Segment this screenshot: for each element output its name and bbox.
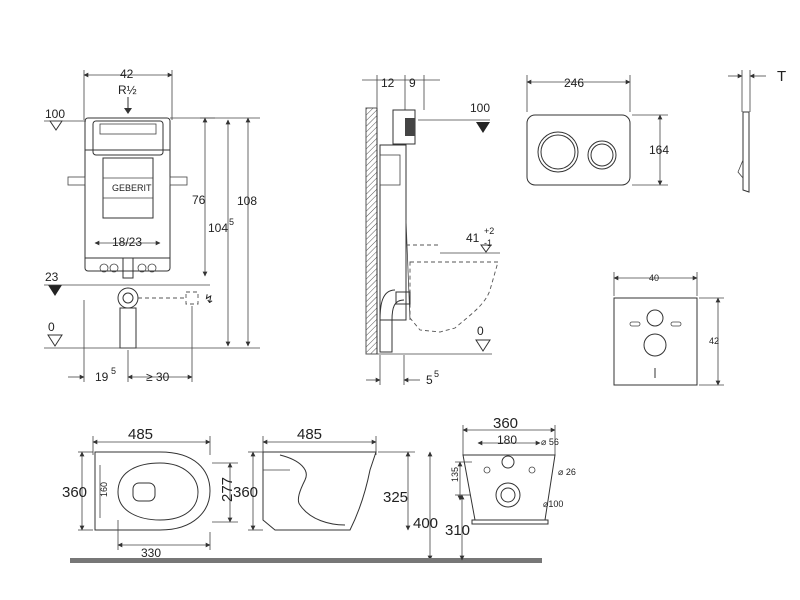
top-length: 485: [128, 426, 153, 443]
top-small: 160: [99, 482, 109, 497]
frame-cistern: [84, 117, 171, 272]
back-h310: 310: [445, 522, 470, 539]
frame-h76: 76: [192, 193, 206, 207]
frame-spacing-label: 18/23: [112, 235, 142, 249]
frame-width-label: 42: [120, 67, 134, 81]
back-d26: ⌀ 26: [558, 467, 576, 477]
installation-side-section: 12 9 100 41 +2 -1 0 5: [362, 75, 500, 387]
side-d9: 9: [409, 76, 416, 90]
panel-body: [613, 297, 698, 386]
plate-thickness: T: [777, 68, 786, 85]
svg-text:5: 5: [111, 366, 116, 376]
side-wall: [365, 107, 378, 355]
bowl-back-view: 360 180 ⌀ 56 ⌀ 26 ⌀100 135 310: [445, 415, 576, 561]
bowl-side-outline: [262, 451, 377, 531]
frame-thread-label: R½: [118, 83, 137, 97]
bowl-top-view: 485 160 360 277 330: [62, 426, 238, 560]
plate-body: [526, 114, 631, 186]
side-h41: 41: [466, 231, 480, 245]
panel-height: 42: [709, 336, 719, 346]
top-width: 360: [62, 484, 87, 501]
frame-level-0: 0: [48, 320, 55, 334]
back-d100: ⌀100: [543, 499, 563, 509]
svg-text:-1: -1: [484, 238, 492, 248]
plate-profile: [742, 111, 750, 193]
wall-panel: 40 42: [613, 272, 724, 386]
frame-offset-19: 19: [95, 370, 109, 384]
side-d5: 5: [426, 373, 433, 387]
svg-text:+2: +2: [484, 226, 494, 236]
side-bowl-outline: [409, 261, 499, 333]
svg-text:5: 5: [229, 217, 234, 227]
bowl-top-outline: [94, 451, 211, 531]
panel-width: 40: [649, 273, 659, 283]
frame-min-30: ≥ 30: [146, 370, 170, 384]
plate-small-button: [587, 140, 617, 170]
plate-height: 164: [649, 143, 669, 157]
side-view-h325: 325: [383, 489, 408, 506]
bowl-back-outline: [462, 454, 556, 521]
floor-line: [70, 558, 542, 563]
plate-width: 246: [564, 76, 584, 90]
frame-brand-label: GEBERIT: [112, 183, 152, 193]
plate-large-button: [537, 131, 579, 173]
svg-text:↯: ↯: [204, 292, 214, 306]
back-d180: 180: [497, 433, 517, 447]
back-h135: 135: [450, 467, 460, 482]
side-view-h400: 400: [413, 515, 438, 532]
side-level-100: 100: [470, 101, 490, 115]
installation-frame-front: 42 R½ 100 GEBERIT 18/23 23: [44, 67, 260, 384]
back-d56: ⌀ 56: [541, 437, 559, 447]
frame-level-23: 23: [45, 270, 59, 284]
side-view-height: 360: [233, 484, 258, 501]
bowl-side-view: 485 360 325 400: [233, 426, 438, 561]
top-inner: 277: [219, 477, 236, 502]
side-d12: 12: [381, 76, 395, 90]
flush-plate: 246 164 T: [526, 68, 786, 193]
svg-text:5: 5: [434, 369, 439, 379]
top-base: 330: [141, 546, 161, 560]
frame-h104: 104: [208, 221, 228, 235]
frame-level-100: 100: [45, 107, 65, 121]
frame-h108: 108: [237, 194, 257, 208]
side-view-length: 485: [297, 426, 322, 443]
back-width: 360: [493, 415, 518, 432]
side-level-0: 0: [477, 324, 484, 338]
